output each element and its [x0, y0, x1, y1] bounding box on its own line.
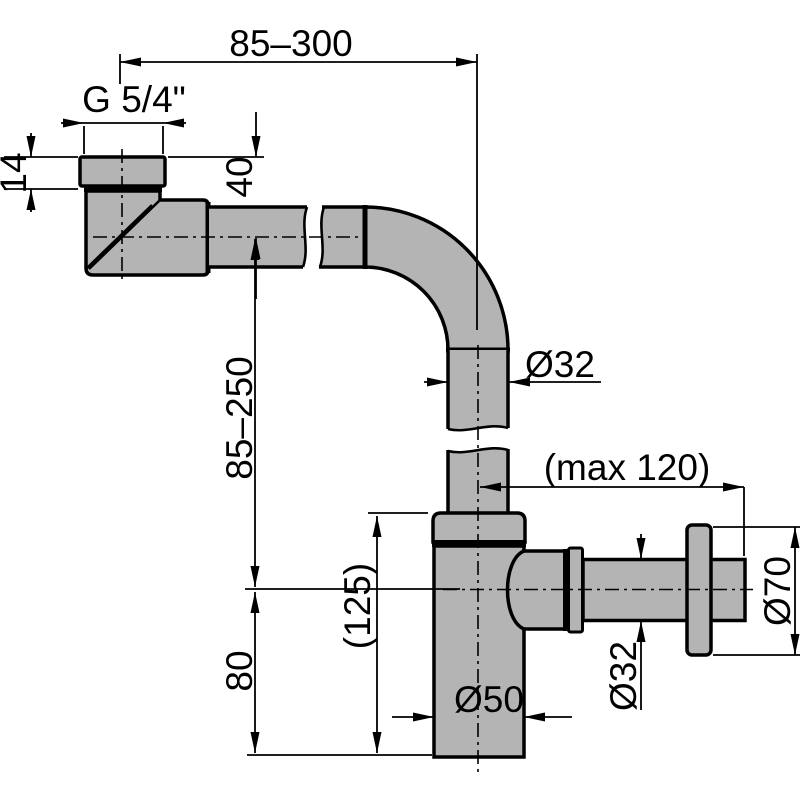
miter-joint-line-inner [86, 204, 153, 269]
dimension-label: (125) [337, 563, 378, 649]
arrowhead [372, 516, 382, 537]
arrowhead [63, 118, 84, 128]
dim-dia70: Ø70 [713, 526, 800, 656]
dimension-label: 80 [219, 650, 260, 691]
dim-thread: G 5/4" [61, 79, 186, 154]
drop-pipe-break-lower [447, 446, 509, 454]
dim-dia32-outlet: Ø32 [603, 534, 646, 711]
dimension-label: 85–300 [229, 23, 352, 64]
arrowhead [120, 57, 141, 67]
dimension-label: (max 120) [544, 447, 711, 488]
elbow-fitting [78, 155, 211, 277]
bend-inner-arc [364, 265, 450, 351]
centerlines [93, 149, 753, 776]
dimension-label: Ø32 [525, 344, 595, 385]
trap-top-nut [431, 511, 527, 544]
drop-pipe-upper-fill [448, 350, 508, 431]
dimension-label: Ø70 [757, 556, 798, 626]
arrowhead [524, 712, 545, 722]
bend-outer-arc [364, 205, 510, 351]
arrowhead [636, 621, 646, 642]
miter-joint-line-outer [88, 200, 160, 270]
dim-max-120: (max 120) [480, 447, 745, 556]
dimension-label: Ø32 [603, 641, 644, 711]
arrowhead [413, 712, 434, 722]
arrowhead [372, 732, 382, 753]
arrowhead [250, 732, 260, 753]
elbow-bend [362, 205, 510, 353]
dimension-label: 14 [0, 152, 34, 193]
dim-dia32-mid: Ø32 [424, 344, 601, 387]
dim-height-80: 80 [219, 588, 460, 756]
dim-span-vertical: 85–250 [219, 239, 260, 587]
arrowhead [250, 592, 260, 613]
arrowhead [251, 136, 261, 157]
dim-span-top: 85–300 [119, 23, 478, 330]
trap-body-group [431, 511, 527, 759]
dimension-label: 85–250 [219, 356, 260, 479]
bend-fill [365, 207, 508, 350]
arrowhead [636, 538, 646, 559]
dim-height-125: (125) [337, 512, 428, 753]
arrowhead [790, 527, 800, 548]
arrowhead [427, 377, 448, 387]
pipe-break-line-left [301, 206, 309, 268]
dimension-label: G 5/4" [82, 79, 186, 120]
arrowhead [250, 566, 260, 587]
arrowhead [723, 482, 744, 492]
dim-nut-height: 14 [0, 133, 78, 212]
arrowhead [790, 634, 800, 655]
dim-dia50: Ø50 [392, 679, 572, 722]
arrowhead [456, 57, 477, 67]
dimension-label: Ø50 [454, 679, 524, 720]
dimension-label: 40 [219, 156, 260, 197]
elbow-body [84, 189, 210, 277]
